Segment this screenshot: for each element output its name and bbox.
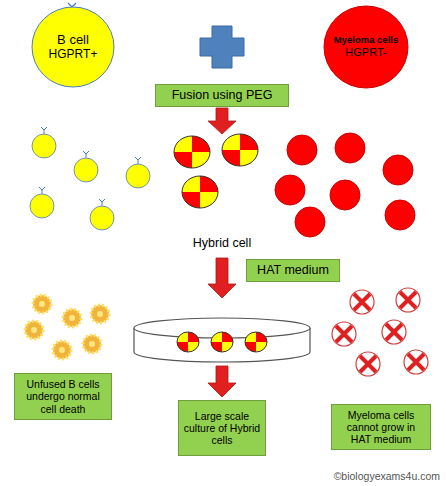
node-title: Myeloma cells [334, 35, 398, 46]
cell-circle: B cellHGPRT+ [31, 6, 115, 88]
note-box: Myeloma cells cannot grow in HAT medium [331, 404, 431, 450]
note-box: Unfused B cells undergo normal cell deat… [14, 373, 112, 420]
node-subtitle: HGPRT+ [49, 48, 98, 62]
watermark: ©biologyexams4u.com [334, 470, 440, 482]
node-title: Unfused B cells undergo normal cell deat… [19, 378, 107, 414]
note-box: Large scale culture of Hybrid cells [178, 400, 266, 456]
process-box: HAT medium [246, 259, 340, 282]
node-title: Myeloma cells cannot grow in HAT medium [336, 409, 426, 445]
node-title: HAT medium [257, 263, 329, 277]
cell-circle: Myeloma cellsHGPRT- [323, 5, 409, 89]
node-title: Fusion using PEG [172, 88, 273, 102]
caption-label: Hybrid cell [193, 236, 251, 250]
node-title: Large scale culture of Hybrid cells [183, 410, 261, 446]
process-box: Fusion using PEG [155, 84, 289, 107]
node-title: B cell [57, 33, 89, 48]
node-subtitle: HGPRT- [345, 46, 386, 59]
